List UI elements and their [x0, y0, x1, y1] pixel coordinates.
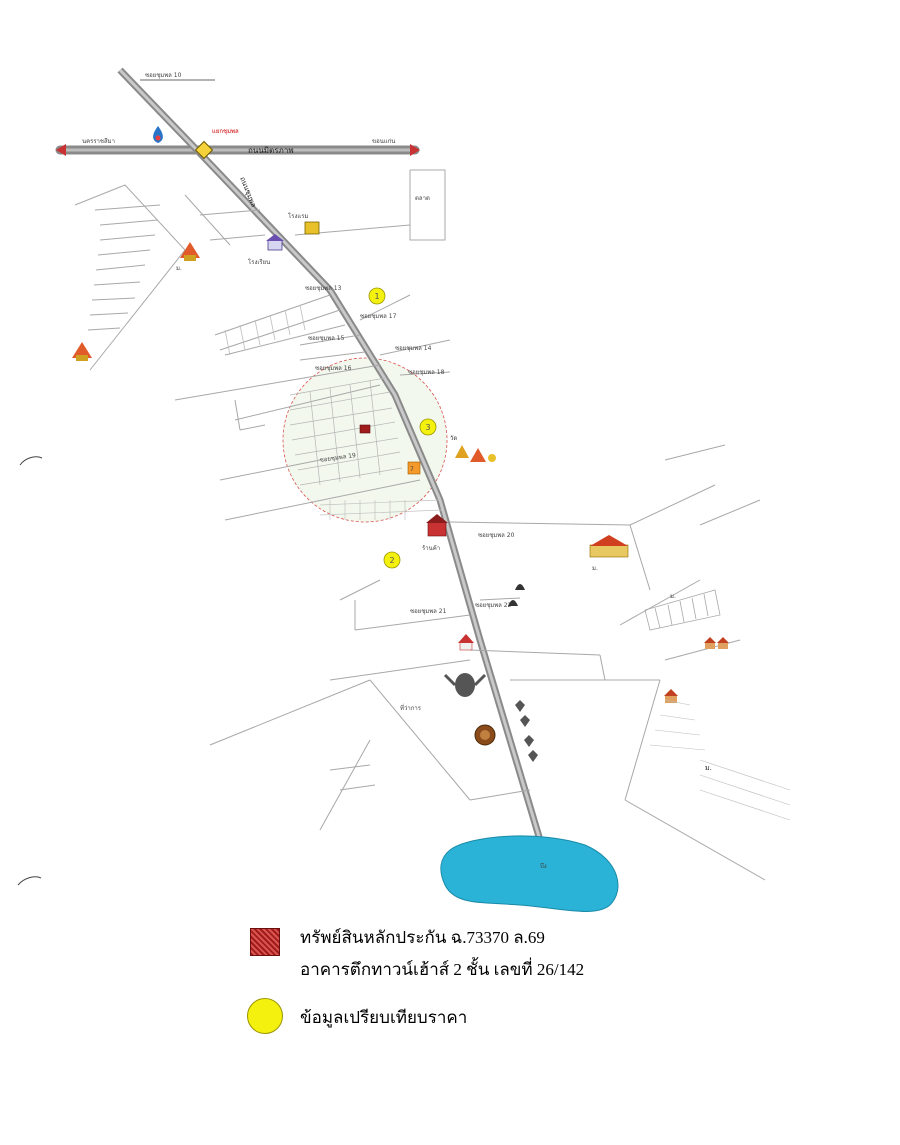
arrow-right-icon [410, 144, 420, 156]
gov-office-label: ที่ว่าการ [400, 704, 422, 712]
store-icon [407, 461, 421, 475]
gas-station-icon [153, 126, 163, 143]
highway-left-label: นครราชสีมา [82, 137, 115, 145]
temple-area-label: วัด [450, 435, 457, 442]
cave-icon [515, 584, 525, 590]
housing-block [289, 377, 403, 486]
soi-14-label: ซอยชุมพล 14 [395, 345, 432, 352]
soi-20-label: ซอยชุมพล 20 [478, 532, 515, 539]
school-label: โรงเรียน [248, 258, 270, 266]
soi-15-label: ซอยชุมพล 15 [308, 335, 345, 342]
sub-village-label: ม. [670, 593, 676, 600]
soi-16-label: ซอยชุมพล 16 [315, 365, 352, 372]
arrow-left-icon [56, 144, 66, 156]
highway-name-label: ถนนมิตรภาพ [248, 146, 294, 155]
soi-21-label: ซอยชุมพล 21 [410, 608, 447, 615]
collateral-marker [359, 424, 371, 434]
point-1-label: 1 [374, 292, 379, 301]
comparison-label: ข้อมูลเปรียบเทียบราคา [300, 1008, 468, 1027]
lake-label: บึง [540, 863, 547, 870]
lake [440, 835, 619, 912]
soi-13-label: ซอยชุมพล 13 [305, 285, 342, 292]
neighborhood-grid-right [644, 589, 721, 631]
comparison-point-2 [383, 551, 401, 569]
emblem-small-icons [515, 700, 538, 762]
school-icon [267, 239, 283, 251]
svg-text:7: 7 [410, 466, 414, 473]
village-right-label: ม. [592, 565, 598, 572]
radius-zone [282, 357, 448, 523]
shop-label: ร้านค้า [422, 545, 440, 552]
comparison-point-1 [368, 287, 386, 305]
highway-right-label: ขอนแก่น [372, 138, 395, 145]
collateral-line1: ทรัพย์สินหลักประกัน ฉ.73370 ล.69 [300, 928, 545, 947]
soi-18-label: ซอยชุมพล 18 [408, 369, 445, 376]
market-label: ตลาด [415, 195, 430, 202]
temple-icon-2 [72, 342, 92, 361]
neighborhood-grid-upper [74, 184, 186, 371]
soi-17-label: ซอยชุมพล 17 [360, 313, 397, 320]
soi-10-label: ซอยชุมพล 10 [145, 72, 182, 79]
village-bottom-label: ม. [705, 764, 712, 772]
temple-cluster-icon [455, 445, 496, 462]
village-icon [589, 535, 629, 558]
cave-icon-2 [508, 600, 518, 606]
temple-icon [180, 242, 200, 261]
shop-icon [426, 514, 448, 537]
government-emblem-icon [443, 673, 487, 697]
comparison-swatch [247, 998, 283, 1034]
point-3-label: 3 [425, 423, 430, 432]
neighborhood-grid-bottom [649, 699, 791, 821]
hotel-label: โรงแรม [288, 212, 308, 220]
hotel-icon [304, 221, 320, 235]
soi-22-label: ซอยชุมพล 22 [475, 602, 512, 609]
houses-icon [664, 637, 729, 703]
collateral-swatch [250, 928, 280, 956]
comparison-point-3 [419, 418, 437, 436]
point-2-label: 2 [389, 556, 394, 565]
house-icon [458, 634, 474, 651]
collateral-line2: อาคารตึกทาวน์เฮ้าส์ 2 ชั้น เลขที่ 26/142 [300, 960, 585, 979]
village-label: ม. [176, 265, 182, 272]
intersection-marker [194, 140, 214, 160]
intersection-label: แยกชุมพล [212, 128, 239, 135]
